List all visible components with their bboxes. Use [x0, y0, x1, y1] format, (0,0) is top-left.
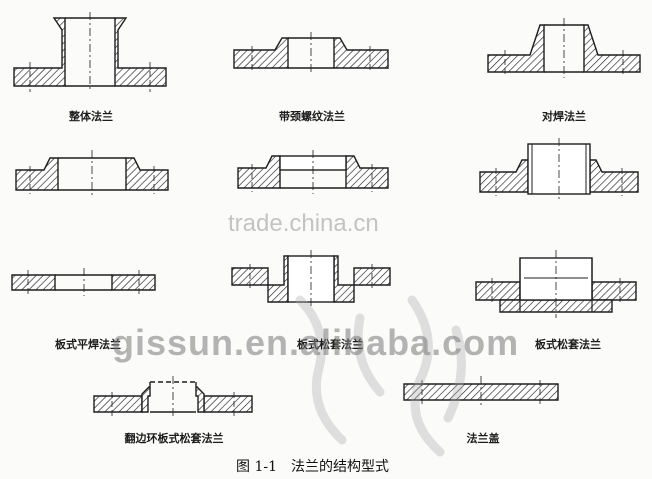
slip-on-hub-flange-drawing [15, 150, 169, 196]
integral-flange-drawing [13, 12, 167, 92]
lap-joint-flange-drawing [479, 138, 639, 200]
label-flanged-ring-plate-loose-flange: 翻边环板式松套法兰 [124, 432, 224, 445]
label-plate-slip-on-flange: 板式平焊法兰 [55, 338, 121, 351]
label-plate-loose-flange: 板式松套法兰 [297, 338, 363, 351]
plate-slip-on-flange-drawing [11, 268, 156, 296]
label-loose-flange-lap-ring: 板式松套法兰 [535, 338, 601, 351]
loose-flange-lap-ring-drawing [475, 250, 637, 318]
plate-loose-flange-welded-ring-drawing [231, 250, 391, 308]
flanged-ring-plate-loose-flange-drawing [93, 376, 253, 418]
label-threaded-flange: 带颈螺纹法兰 [279, 110, 345, 123]
figure-caption: 图 1-1 法兰的结构型式 [236, 459, 389, 475]
label-blind-flange: 法兰盖 [466, 432, 500, 445]
label-integral-flange: 整体法兰 [69, 110, 113, 123]
seal-watermark [295, 295, 466, 457]
socket-weld-flange-drawing [237, 150, 389, 194]
blind-flange-drawing [403, 376, 559, 408]
weld-neck-flange-drawing [487, 18, 641, 78]
threaded-flange-drawing [233, 32, 389, 74]
label-weld-neck-flange: 对焊法兰 [542, 110, 586, 123]
